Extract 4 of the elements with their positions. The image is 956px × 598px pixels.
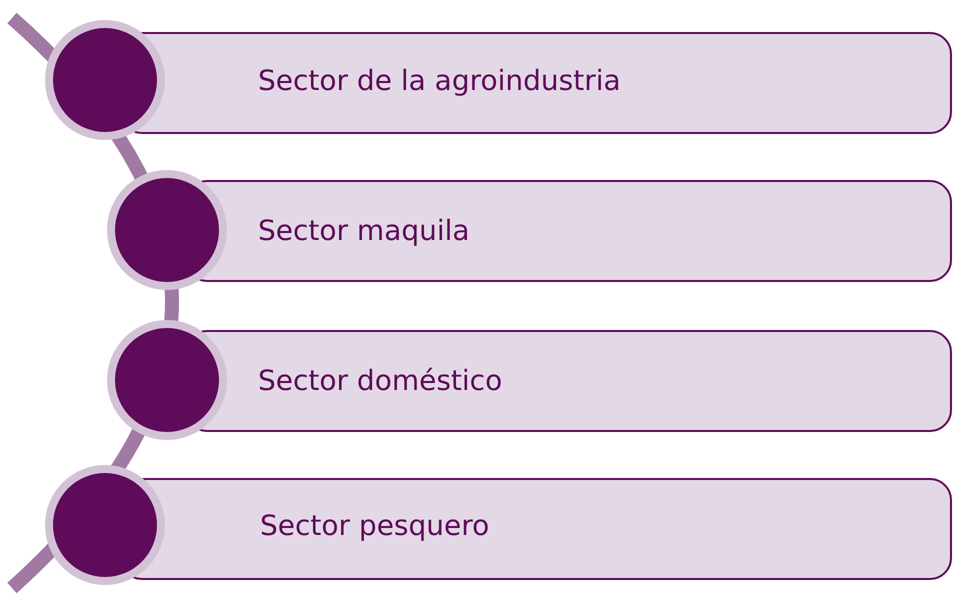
sector-label: Sector doméstico [258,364,502,396]
sector-label: Sector pesquero [260,508,490,542]
sector-label: Sector de la agroindustria [258,64,621,96]
sector-label: Sector maquila [258,214,470,246]
